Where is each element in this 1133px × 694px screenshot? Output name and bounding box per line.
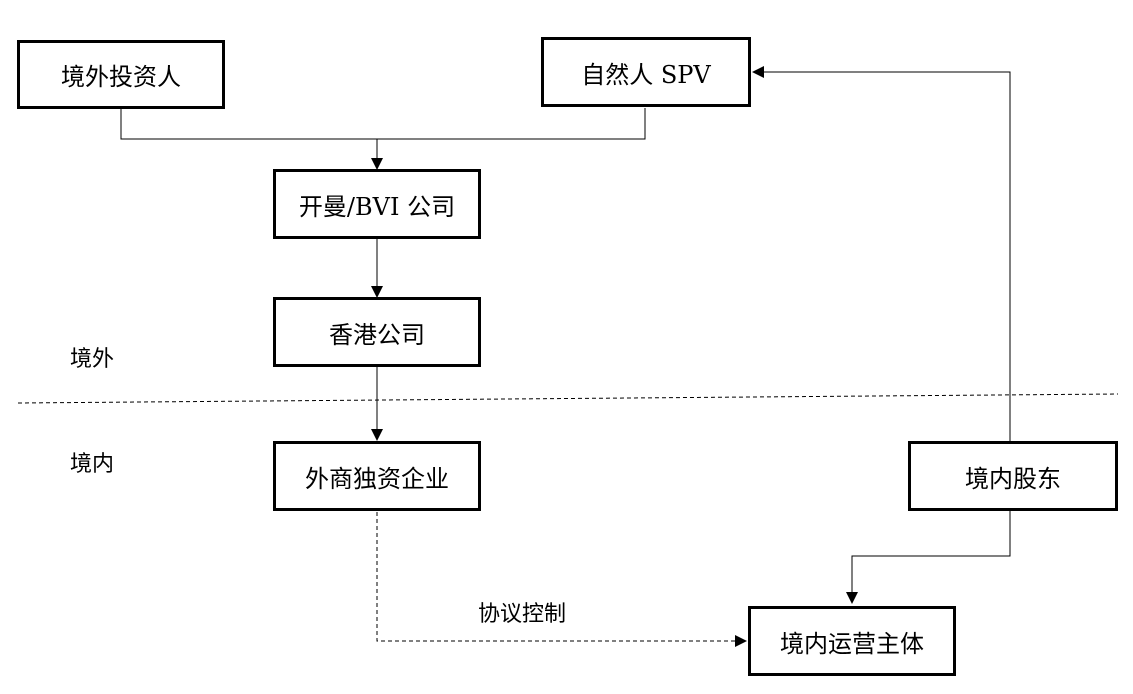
edge-shareholders-to-spv [752, 66, 1011, 442]
node-hong-kong: 香港公司 [273, 297, 481, 367]
node-wfoe: 外商独资企业 [273, 441, 481, 511]
region-label-offshore: 境外 [70, 347, 115, 372]
node-foreign-investor: 境外投资人 [17, 40, 225, 109]
node-domestic-shareholders: 境内股东 [908, 441, 1118, 511]
edge-investor-to-cayman [120, 108, 646, 140]
edge-shareholders-to-operating-entity [846, 510, 1011, 604]
region-label-onshore: 境内 [70, 452, 115, 477]
node-natural-person-spv: 自然人 SPV [541, 37, 751, 107]
edge-label-agreement-control: 协议控制 [478, 602, 567, 627]
node-domestic-operating-entity: 境内运营主体 [748, 606, 956, 676]
edge-wfoe-to-operating-entity [376, 512, 747, 647]
region-boundary-line [17, 393, 1119, 404]
node-cayman-bvi: 开曼/BVI 公司 [273, 169, 481, 239]
